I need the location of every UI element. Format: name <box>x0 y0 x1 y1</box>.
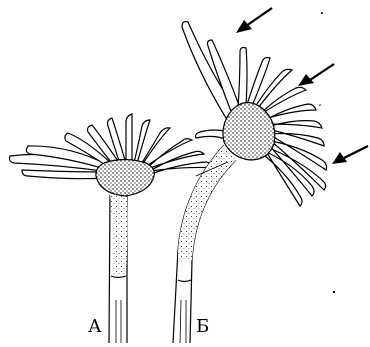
light-arrow-icon <box>236 8 272 33</box>
stem-b <box>173 145 236 343</box>
flower-head-b <box>223 102 275 160</box>
scan-specks <box>319 12 335 293</box>
light-arrow-icon <box>332 146 368 164</box>
label-b: Б <box>196 318 209 336</box>
flower-b <box>173 22 327 343</box>
label-a: А <box>88 318 102 336</box>
light-arrow-icon <box>298 64 334 86</box>
stem-a <box>109 195 127 343</box>
flower-head-a <box>96 160 154 197</box>
